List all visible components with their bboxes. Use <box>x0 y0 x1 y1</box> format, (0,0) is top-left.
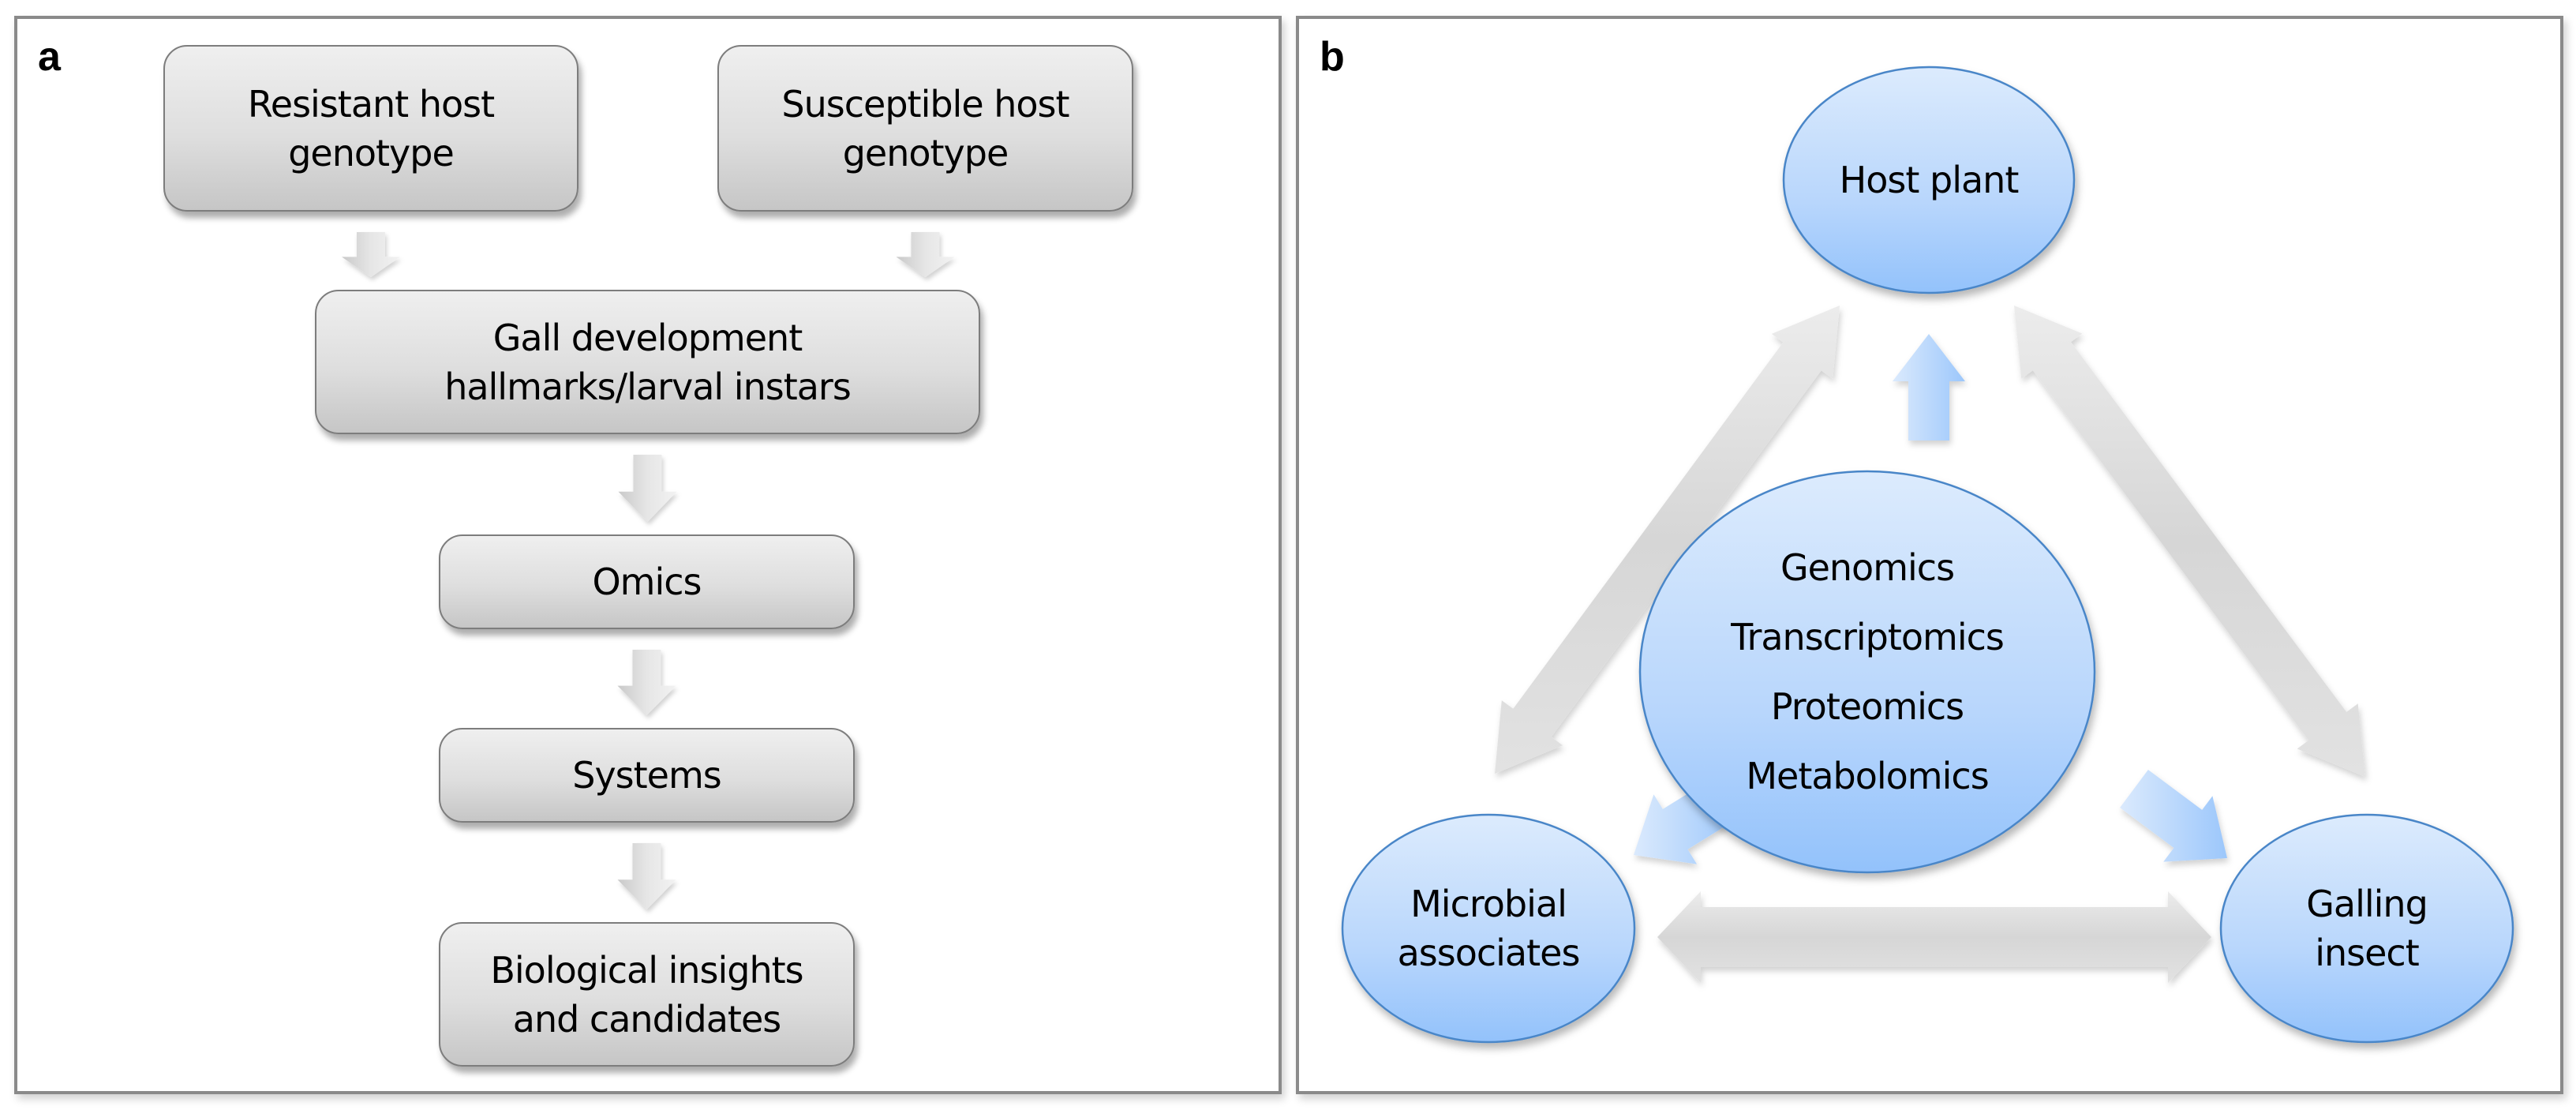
box-text-line: Systems <box>572 754 721 797</box>
box-text-line: Susceptible host <box>781 82 1069 126</box>
box-text-line: Biological insights <box>490 948 803 992</box>
panel-b-label: b <box>1320 34 1345 80</box>
node-label: Metabolomics <box>1746 755 1988 797</box>
box-susceptible-host-genotype: Susceptible host genotype <box>717 45 1133 212</box>
box-text-line: Omics <box>592 561 702 603</box>
node-label: Host plant <box>1840 159 2019 201</box>
box-text-line: Gall development <box>492 316 803 359</box>
node-microbial: Microbial associates <box>1341 813 1636 1044</box>
panel-a-label: a <box>38 34 61 80</box>
node-label: associates <box>1398 932 1580 974</box>
node-ellipse <box>1341 813 1636 1044</box>
node-label: insect <box>2315 932 2419 974</box>
node-host-plant: Host plant <box>1782 66 2076 294</box>
double-arrow-icon-microbial-galling <box>1657 891 2211 983</box>
box-text-line: Resistant host <box>247 82 495 126</box>
box-text-line: genotype <box>288 131 455 174</box>
node-label: Transcriptomics <box>1730 616 2004 658</box>
node-label: Proteomics <box>1771 685 1964 728</box>
double-arrow-icon-host_plant-microbial <box>1495 306 1840 774</box>
down-arrow-icon <box>617 650 676 715</box>
node-label: Galling <box>2306 883 2428 925</box>
arrow-icon-center-galling <box>2120 770 2227 862</box>
node-galling: Galling insect <box>2219 813 2514 1044</box>
box-omics: Omics <box>439 534 855 629</box>
double-arrow-icon-host_plant-galling <box>2014 306 2365 777</box>
node-label: Genomics <box>1780 546 1954 589</box>
box-text-line: genotype <box>842 131 1009 174</box>
node-label: Microbial <box>1410 883 1567 925</box>
down-arrow-icon <box>342 232 400 277</box>
down-arrow-icon <box>617 843 676 909</box>
node-ellipse <box>2219 813 2514 1044</box>
down-arrow-icon <box>896 232 955 277</box>
box-text-line: and candidates <box>512 997 781 1041</box>
box-systems: Systems <box>439 728 855 823</box>
arrow-icon-center-host_plant <box>1893 334 1965 441</box>
box-biological-insights: Biological insights and candidates <box>439 922 855 1067</box>
node-ellipse <box>1782 66 2076 294</box>
box-resistant-host-genotype: Resistant host genotype <box>163 45 578 212</box>
node-center: GenomicsTranscriptomicsProteomicsMetabol… <box>1638 470 2096 874</box>
node-ellipse <box>1638 470 2096 874</box>
down-arrow-icon <box>618 455 677 522</box>
box-gall-development: Gall development hallmarks/larval instars <box>315 290 980 434</box>
box-text-line: hallmarks/larval instars <box>444 365 852 408</box>
